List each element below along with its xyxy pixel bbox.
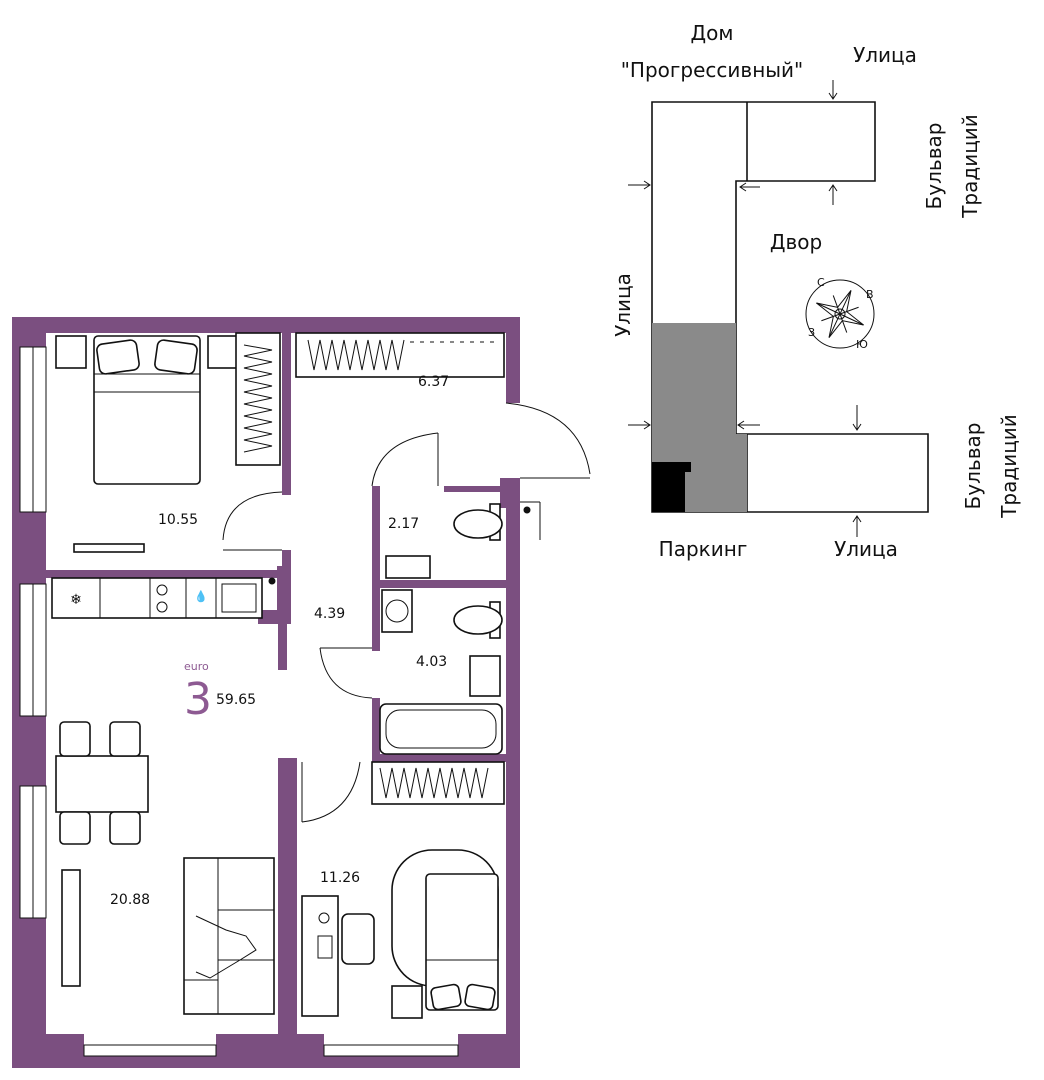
parking-entrance xyxy=(652,462,685,512)
parking-area-b xyxy=(736,434,747,512)
washing-machine xyxy=(381,589,413,633)
living-furniture xyxy=(61,857,275,1015)
apartment-total-area: 59.65 xyxy=(216,692,256,708)
street-top-right-label: Улица xyxy=(853,43,917,67)
boulevard-bottom-line2: Традиций xyxy=(997,414,1021,519)
area-bathroom: 4.03 xyxy=(416,654,447,670)
site-plan: С В Ю З Дом "Прогрессивный" Улица Бульва… xyxy=(611,21,1021,561)
area-bedroom-bottom: 11.26 xyxy=(320,870,360,886)
compass-east: В xyxy=(866,288,874,301)
bathtub xyxy=(379,703,503,755)
dining-set xyxy=(55,721,149,845)
doors xyxy=(222,402,591,823)
area-bedroom-top: 10.55 xyxy=(158,512,198,528)
desk-bottom xyxy=(301,895,339,1017)
bedroom-top-furniture xyxy=(55,332,281,553)
entrance-arrows xyxy=(628,80,862,537)
apartment-plan: ❄ 💧 xyxy=(12,317,591,1068)
area-storage: 6.37 xyxy=(418,374,449,390)
courtyard-label: Двор xyxy=(770,230,822,254)
compass-north: С xyxy=(817,276,825,289)
boulevard-bottom-line1: Бульвар xyxy=(961,423,985,510)
parking-label: Паркинг xyxy=(659,537,748,561)
toilet-room-fixtures xyxy=(385,503,503,579)
boulevard-top-line2: Традиций xyxy=(958,114,982,219)
area-hall: 4.39 xyxy=(314,606,345,622)
nightstand-right xyxy=(207,335,239,369)
apartment-type-label: euro xyxy=(184,660,209,673)
street-left-label: Улица xyxy=(611,273,635,337)
compass-south: Ю xyxy=(856,338,868,351)
parking-entrance-notch xyxy=(683,462,691,472)
room-area-labels: 10.55 6.37 2.17 4.39 4.03 20.88 11.26 xyxy=(110,374,449,908)
compass-rose: С В Ю З xyxy=(805,276,875,351)
bathroom-fixtures xyxy=(379,589,503,755)
storage-wardrobe xyxy=(295,332,505,378)
interior-walls xyxy=(46,333,520,1034)
sofa-living xyxy=(183,857,275,1015)
kitchen-fixtures: ❄ 💧 xyxy=(51,577,263,619)
outer-walls xyxy=(12,317,520,1068)
nightstand-left xyxy=(55,335,87,369)
tv-top xyxy=(73,543,145,553)
windows xyxy=(19,346,459,1057)
fridge-snowflake-icon: ❄ xyxy=(70,592,82,608)
building-name-line1: Дом xyxy=(691,21,734,45)
compass-west: З xyxy=(808,326,815,339)
apartment-rooms-count: 3 xyxy=(184,674,212,725)
bedroom-bottom-furniture xyxy=(301,761,505,1019)
building-name-line2: "Прогрессивный" xyxy=(621,58,804,82)
nightstand-bottom xyxy=(391,985,423,1019)
area-living-kitchen: 20.88 xyxy=(110,892,150,908)
dining-table xyxy=(55,755,149,813)
tv-living xyxy=(61,869,81,987)
bed-top xyxy=(93,335,201,485)
boulevard-top-line1: Бульвар xyxy=(922,123,946,210)
street-bottom-label: Улица xyxy=(834,537,898,561)
area-toilet: 2.17 xyxy=(388,516,419,532)
apartment-type-badge: euro 3 59.65 xyxy=(184,660,256,725)
water-drop-icon: 💧 xyxy=(194,590,208,603)
